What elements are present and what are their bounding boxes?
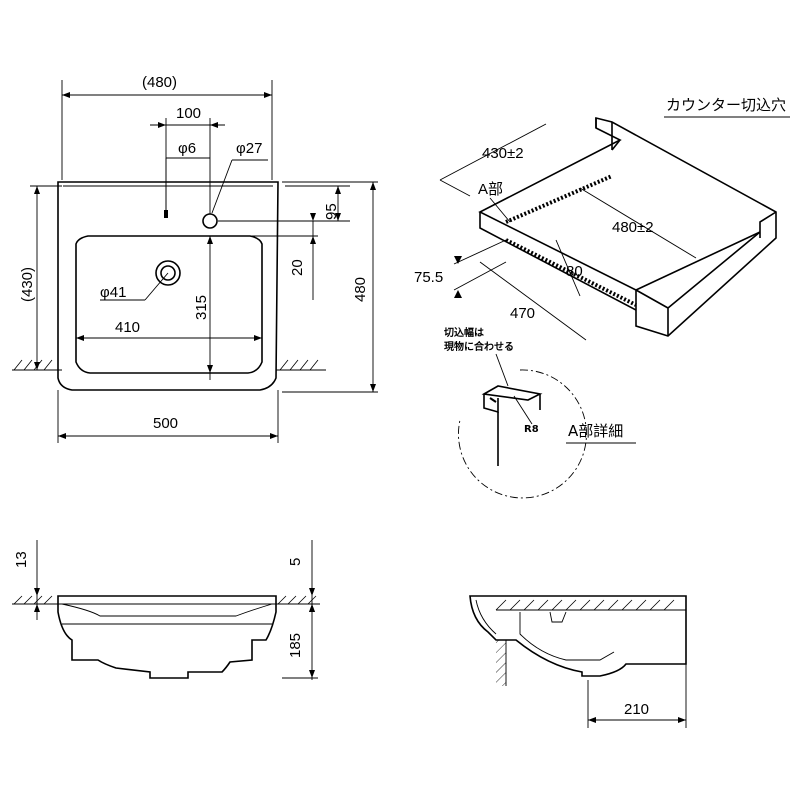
- dim-radius: R8: [524, 424, 539, 435]
- detail-note-line1: 切込幅は: [444, 326, 484, 339]
- label-a-part: A部: [478, 181, 503, 198]
- dim-drain: φ41: [100, 284, 126, 301]
- counter-cutout-view: カウンター切込穴 430±2 A部 480±2 75.5 80 470: [414, 96, 790, 341]
- dim-offset-b: 80: [566, 263, 583, 280]
- counter-cutout-title: カウンター切込穴: [666, 96, 786, 114]
- detail-note-line2: 現物に合わせる: [444, 340, 514, 353]
- dim-bowl-width: 410: [115, 319, 140, 336]
- drain-icon: [155, 260, 181, 286]
- dim-cutout-depth: 430±2: [482, 145, 524, 162]
- dim-cutout-width: 480±2: [612, 219, 654, 236]
- basin-outline-side: [469, 595, 687, 677]
- basin-outline-top: [57, 181, 279, 391]
- dim-span: 470: [510, 305, 535, 322]
- dim-tap-offset: 100: [176, 105, 201, 122]
- bowl-outline: [75, 235, 263, 374]
- dim-overall-width: 500: [153, 415, 178, 432]
- dim-counter-gap: 5: [287, 558, 304, 566]
- dim-overall-depth: 480: [352, 277, 369, 302]
- dim-hole-offset: 95: [323, 203, 340, 220]
- basin-outline-front: [57, 595, 277, 679]
- front-view: 13 5 185: [12, 540, 320, 680]
- counter-hatch-top: [12, 359, 326, 371]
- detail-a-title: A部詳細: [568, 422, 623, 440]
- dim-tap-hole: φ6: [178, 140, 196, 157]
- side-view: 210: [469, 595, 687, 728]
- detail-circle: [458, 369, 587, 499]
- dim-rim-height: 13: [13, 551, 30, 568]
- faucet-hole-icon: [202, 213, 218, 229]
- detail-a-view: 切込幅は 現物に合わせる R8 A部詳細: [444, 326, 636, 499]
- dim-offset-a: 75.5: [414, 269, 443, 286]
- dim-width-outer: (480): [142, 74, 177, 91]
- dim-total-height: 185: [287, 633, 304, 658]
- dim-rim-offset: 20: [289, 259, 306, 276]
- dim-faucet-hole: φ27: [236, 140, 262, 157]
- dim-bowl-depth: 315: [193, 295, 210, 320]
- dim-depth-outer: (430): [19, 267, 36, 302]
- dim-side-depth: 210: [624, 701, 649, 718]
- top-view: (480) 100 φ6 φ27 95 20 480: [12, 74, 378, 443]
